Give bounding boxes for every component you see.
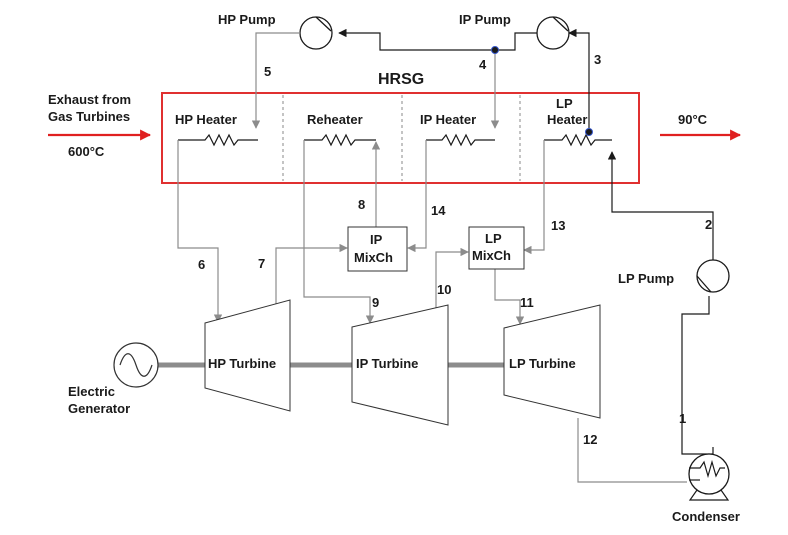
generator-label-1: Electric (68, 384, 115, 399)
line-12 (577, 418, 687, 483)
lp-pump-icon (696, 259, 730, 293)
lp-mixch-label-2: MixCh (472, 248, 511, 263)
hrsg-title: HRSG (378, 71, 424, 88)
line-10 (435, 247, 469, 312)
stream-label-13: 13 (551, 218, 565, 233)
lp-heater-label-2: Heater (547, 112, 587, 127)
junction-4 (491, 46, 499, 54)
lp-mixch-box (468, 226, 525, 270)
exhaust-label-1: Exhaust from (48, 92, 131, 107)
ip-mixch-box (347, 226, 408, 272)
stream-label-12: 12 (583, 432, 597, 447)
lp-turbine (503, 304, 601, 419)
ip-heater-coil-icon (426, 133, 495, 147)
generator-label-2: Generator (68, 401, 130, 416)
line-13 (523, 140, 545, 255)
line-5 (251, 32, 300, 129)
stream-label-14: 14 (431, 203, 446, 218)
sine-wave-icon (119, 353, 153, 377)
hp-heater-label: HP Heater (175, 112, 237, 127)
condenser-base (688, 489, 730, 501)
line-ip-pump-out (495, 32, 537, 51)
stream-label-5: 5 (264, 64, 271, 79)
lp-pump-label: LP Pump (618, 271, 674, 286)
stream-label-3: 3 (594, 52, 601, 67)
junction-3 (585, 128, 593, 136)
lp-turbine-label: LP Turbine (509, 356, 576, 371)
reheater-coil-icon (304, 133, 376, 147)
stream-label-2: 2 (705, 217, 712, 232)
ip-turbine-label: IP Turbine (356, 356, 418, 371)
line-14 (407, 140, 427, 253)
stream-label-9: 9 (372, 295, 379, 310)
ip-turbine (351, 304, 449, 426)
stream-label-7: 7 (258, 256, 265, 271)
line-node4-to-hp-pump (338, 28, 495, 51)
line-9 (303, 140, 375, 324)
ip-mixch-label-1: IP (370, 232, 383, 247)
hp-turbine-label: HP Turbine (208, 356, 276, 371)
lp-pump-blade (696, 275, 712, 293)
stream-label-4: 4 (479, 57, 487, 72)
hp-pump-icon (299, 16, 333, 50)
condenser-label: Condenser (672, 509, 740, 524)
ip-pump-label: IP Pump (459, 12, 511, 27)
lp-mixch-label-1: LP (485, 231, 502, 246)
ip-heater-label: IP Heater (420, 112, 476, 127)
temp-out-label: 90°C (678, 112, 708, 127)
line-11 (494, 269, 525, 325)
hp-pump-label: HP Pump (218, 12, 276, 27)
hp-heater-coil-icon (178, 133, 258, 147)
stream-label-11: 11 (520, 295, 534, 310)
hp-pump-blade (315, 16, 332, 32)
line-2 (607, 151, 714, 260)
ip-mixch-label-2: MixCh (354, 250, 393, 265)
stream-label-1: 1 (679, 411, 686, 426)
ip-pump-icon (536, 16, 570, 50)
ip-pump-blade (552, 16, 569, 32)
stream-label-8: 8 (358, 197, 365, 212)
reheater-label: Reheater (307, 112, 363, 127)
temp-in-label: 600°C (68, 144, 105, 159)
hp-turbine (204, 299, 291, 412)
stream-label-6: 6 (198, 257, 205, 272)
line-3 (568, 28, 590, 130)
line-6 (177, 140, 223, 323)
exhaust-label-2: Gas Turbines (48, 109, 130, 124)
hrsg-box (161, 92, 640, 184)
line-7 (275, 243, 348, 312)
line-1 (681, 296, 714, 455)
lp-heater-label-1: LP (556, 96, 573, 111)
lp-heater-coil-icon (544, 133, 612, 147)
stream-label-10: 10 (437, 282, 451, 297)
condenser-coil-icon (689, 459, 725, 479)
